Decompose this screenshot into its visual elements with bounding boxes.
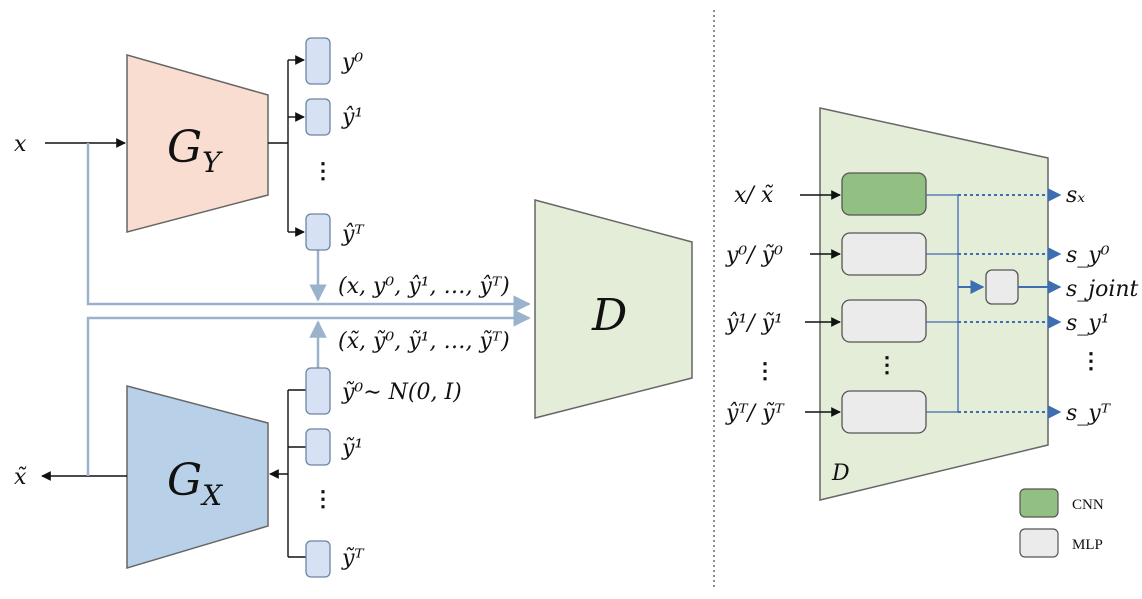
disc-input-label-1: y⁰/ ỹ⁰ — [725, 243, 783, 268]
fake-path-line — [86, 309, 531, 476]
gy-output-label-0: y⁰ — [341, 50, 363, 75]
disc-input-label-0: x/ x̃ — [734, 183, 774, 208]
mlp-encoder-yt — [841, 390, 927, 434]
gx-input-label-0: ỹ⁰∼ N(0, I) — [341, 380, 462, 405]
gy-output-dots: ⋮ — [312, 158, 334, 184]
gx-token-ytilde0 — [305, 367, 331, 415]
legend-swatch-mlp — [1019, 528, 1059, 558]
cnn-encoder — [841, 172, 927, 216]
gx-input-label-t: ỹᵀ — [341, 546, 365, 571]
mlp-encoder-y1 — [841, 299, 927, 343]
input-x-label: x — [14, 132, 27, 157]
discriminator-block — [534, 199, 693, 419]
fake-tuple-label: (x̃, ỹ⁰, ỹ¹, …, ỹᵀ) — [338, 329, 510, 354]
disc-input-label-4: ŷᵀ/ ỹᵀ — [725, 401, 786, 426]
generator-gy-block — [126, 54, 269, 233]
mlp-joint — [985, 269, 1019, 305]
real-tuple-label: (x, y⁰, ŷ¹, …, ŷᵀ) — [338, 274, 510, 299]
gx-input-label-1: ỹ¹ — [341, 436, 363, 461]
gx-input-dots: ⋮ — [312, 486, 334, 512]
output-x-tilde-label: x̃ — [14, 465, 27, 490]
legend-swatch-cnn — [1019, 488, 1059, 518]
gx-token-ytilde1 — [305, 428, 331, 466]
score-label-x: sₓ — [1066, 183, 1085, 208]
encoder-dots: ⋮ — [876, 352, 898, 378]
score-label-joint: s_joint — [1066, 277, 1139, 302]
score-dots: ⋮ — [1080, 348, 1102, 374]
legend-label-cnn: CNN — [1072, 497, 1104, 513]
real-path-line — [86, 143, 531, 313]
gy-token-yhat1 — [305, 98, 331, 136]
generator-gx-block — [126, 385, 269, 570]
disc-input-label-2: ŷ¹/ ỹ¹ — [725, 311, 783, 336]
generator-gy-subscript: Y — [202, 146, 223, 179]
gy-output-label-1: ŷ¹ — [341, 105, 363, 130]
score-label-y1: s_y¹ — [1066, 311, 1110, 336]
generator-gx-subscript: X — [200, 479, 223, 512]
gy-token-yhatt — [305, 213, 331, 251]
score-label-y0: s_y⁰ — [1066, 243, 1110, 268]
legend-label-mlp: MLP — [1072, 537, 1103, 553]
score-label-yt: s_yᵀ — [1066, 401, 1112, 426]
disc-input-dots: ⋮ — [754, 358, 776, 384]
gy-output-label-t: ŷᵀ — [341, 222, 365, 247]
gy-token-y0 — [305, 37, 331, 85]
gx-token-ytildet — [305, 540, 331, 578]
discriminator-label: D — [591, 290, 627, 341]
discriminator-detail-label: D — [831, 461, 850, 486]
mlp-encoder-y0 — [841, 232, 927, 276]
